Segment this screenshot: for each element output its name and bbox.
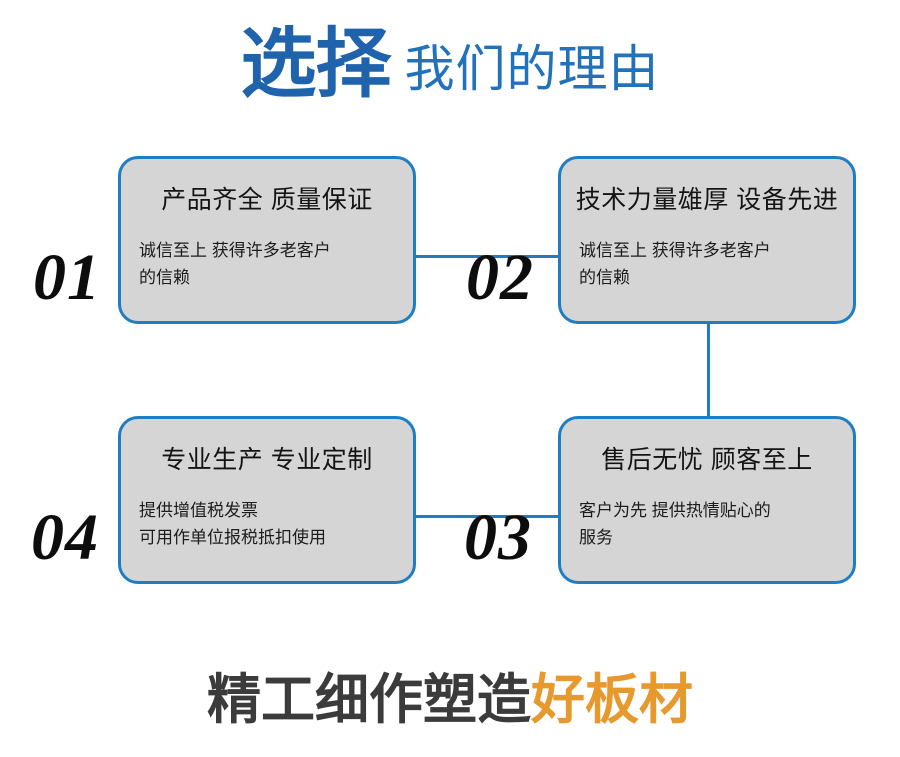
connector-card2-card3	[707, 323, 710, 421]
feature-card-02-body: 诚信至上 获得许多老客户 的信赖	[579, 237, 841, 291]
page-title: 选择我们的理由	[0, 22, 900, 116]
feature-card-02-body-line-2: 的信赖	[579, 268, 630, 287]
feature-card-04-body-line-1: 提供增值税发票	[139, 501, 258, 520]
feature-card-03-number: 03	[464, 501, 532, 574]
feature-card-03-heading: 售后无忧 顾客至上	[601, 446, 813, 474]
feature-card-02-heading: 技术力量雄厚 设备先进	[575, 186, 839, 214]
footer-slogan-dark: 精工细作塑造	[207, 670, 531, 730]
footer-slogan: 精工细作塑造好板材	[0, 668, 900, 732]
feature-card-04-number: 04	[31, 501, 99, 574]
feature-card-02-body-line-1: 诚信至上 获得许多老客户	[579, 241, 771, 260]
feature-card-03-body-line-1: 客户为先 提供热情贴心的	[579, 501, 771, 520]
page-title-strong: 选择	[240, 22, 392, 107]
feature-card-01-body: 诚信至上 获得许多老客户 的信赖	[139, 237, 401, 291]
feature-card-03-body-line-2: 服务	[579, 528, 613, 547]
feature-card-04[interactable]: 专业生产 专业定制 提供增值税发票 可用作单位报税抵扣使用	[118, 416, 416, 584]
footer-slogan-accent: 好板材	[531, 670, 693, 730]
feature-card-01-number: 01	[33, 241, 101, 314]
feature-card-04-heading: 专业生产 专业定制	[161, 446, 373, 474]
feature-card-02-number: 02	[466, 241, 534, 314]
page-title-light: 我们的理由	[404, 41, 660, 97]
feature-card-01-body-line-1: 诚信至上 获得许多老客户	[139, 241, 331, 260]
feature-card-03[interactable]: 售后无忧 顾客至上 客户为先 提供热情贴心的 服务	[558, 416, 856, 584]
feature-card-03-body: 客户为先 提供热情贴心的 服务	[579, 497, 841, 551]
feature-card-01-heading: 产品齐全 质量保证	[161, 186, 373, 214]
connector-card1-card2	[414, 255, 562, 258]
feature-card-04-body: 提供增值税发票 可用作单位报税抵扣使用	[139, 497, 401, 551]
feature-card-01[interactable]: 产品齐全 质量保证 诚信至上 获得许多老客户 的信赖	[118, 156, 416, 324]
feature-card-02[interactable]: 技术力量雄厚 设备先进 诚信至上 获得许多老客户 的信赖	[558, 156, 856, 324]
feature-card-04-body-line-2: 可用作单位报税抵扣使用	[139, 528, 326, 547]
feature-card-01-body-line-2: 的信赖	[139, 268, 190, 287]
connector-card4-card3	[414, 515, 562, 518]
